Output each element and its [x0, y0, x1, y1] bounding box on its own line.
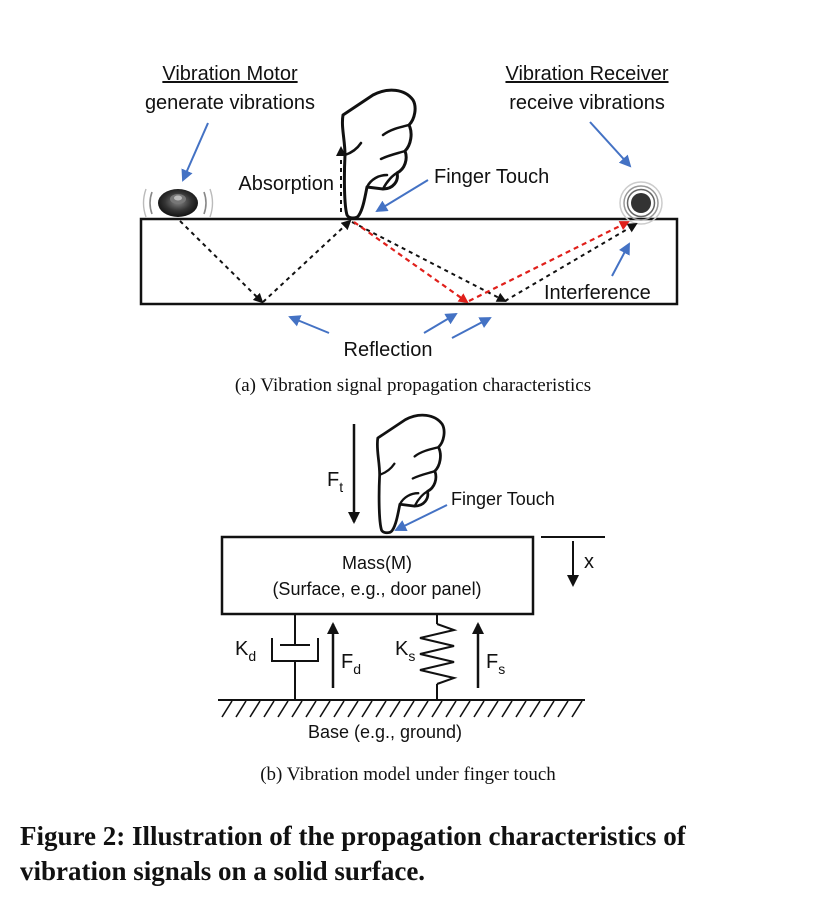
ground-hatch-line [291, 700, 303, 718]
motor-description: generate vibrations [145, 92, 315, 114]
mass-description: (Surface, e.g., door panel) [272, 579, 481, 599]
finger-touch-pointer-b [394, 504, 448, 531]
ground-hatch-line [403, 700, 415, 718]
path-finger-to-bottom [351, 221, 507, 302]
force-fs-label: Fs [486, 651, 505, 677]
ground-hatch-line [557, 700, 569, 718]
ground-hatch-line [263, 700, 275, 718]
spring-ks-label: Ks [395, 638, 415, 664]
ground-hatch-line [305, 700, 317, 718]
base-label: Base (e.g., ground) [308, 722, 462, 742]
vibration-receiver-icon [619, 181, 663, 225]
vibration-motor-icon [142, 188, 214, 218]
mass-label: Mass(M) [342, 553, 412, 573]
ground-hatch-line [473, 700, 485, 718]
path-bottom-to-receiver [504, 222, 638, 302]
ground-hatch-line [487, 700, 499, 718]
spring [419, 614, 458, 700]
reflection-pointer-middle [423, 312, 458, 334]
ground-hatch-line [235, 700, 247, 718]
interference-pointer [611, 242, 630, 277]
ground-hatch-line [277, 700, 289, 718]
caption-a: (a) Vibration signal propagation charact… [235, 375, 591, 396]
reflection-pointer-left [288, 315, 330, 334]
reflection-pointer-right [451, 317, 492, 339]
ground-hatch-line [543, 700, 555, 718]
ground-hatch-line [333, 700, 345, 718]
ground-hatch-line [571, 700, 583, 718]
ground-hatch-line [361, 700, 373, 718]
absorption-label: Absorption [238, 173, 334, 195]
interference-label: Interference [544, 282, 651, 304]
path-bottom-to-finger [262, 219, 352, 303]
ground-hatch-line [221, 700, 233, 718]
finger-touch-hand-a-icon [340, 88, 417, 220]
finger-touch-pointer-a [375, 179, 429, 213]
receiver-description: receive vibrations [509, 92, 665, 114]
ground-hatch-line [347, 700, 359, 718]
solid-surface [139, 217, 679, 306]
mass-block [220, 535, 535, 616]
force-fd-label: Fd [341, 651, 361, 677]
ground-hatch-line [375, 700, 387, 718]
ground-hatch-line [515, 700, 527, 718]
motor-pointer-arrow [181, 122, 209, 182]
x-label: x [584, 551, 594, 573]
ground-hatch-line [431, 700, 443, 718]
panel-b: Ft Finger Touch Mass(M) (Surface, e.g., … [218, 413, 605, 785]
interference-path-up [468, 221, 630, 302]
finger-touch-label-b: Finger Touch [451, 489, 555, 509]
figure-caption-line2: vibration signals on a solid surface. [20, 856, 425, 886]
ground-hatch-line [319, 700, 331, 718]
panel-a: Vibration Motor generate vibrations Vibr… [139, 63, 679, 396]
reflection-label: Reflection [344, 339, 433, 361]
finger-touch-hand-b-icon [375, 413, 446, 535]
interference-path-down [353, 221, 469, 304]
ground-base [218, 699, 585, 718]
receiver-pointer-arrow [589, 121, 632, 168]
force-ft-label: Ft [327, 469, 343, 495]
finger-touch-label-a: Finger Touch [434, 166, 549, 188]
ground-hatch-line [445, 700, 457, 718]
receiver-title: Vibration Receiver [505, 63, 668, 85]
ground-hatch-line [529, 700, 541, 718]
ground-hatch-line [389, 700, 401, 718]
ground-hatch-line [417, 700, 429, 718]
motor-title: Vibration Motor [162, 63, 298, 85]
figure-caption-line1: Figure 2: Illustration of the propagatio… [20, 821, 687, 851]
damper [271, 614, 319, 700]
caption-b: (b) Vibration model under finger touch [260, 764, 556, 785]
ground-hatch-line [249, 700, 261, 718]
ground-hatch-line [501, 700, 513, 718]
path-motor-to-bottom [179, 220, 264, 304]
ground-hatch-line [459, 700, 471, 718]
damper-kd-label: Kd [235, 638, 256, 664]
